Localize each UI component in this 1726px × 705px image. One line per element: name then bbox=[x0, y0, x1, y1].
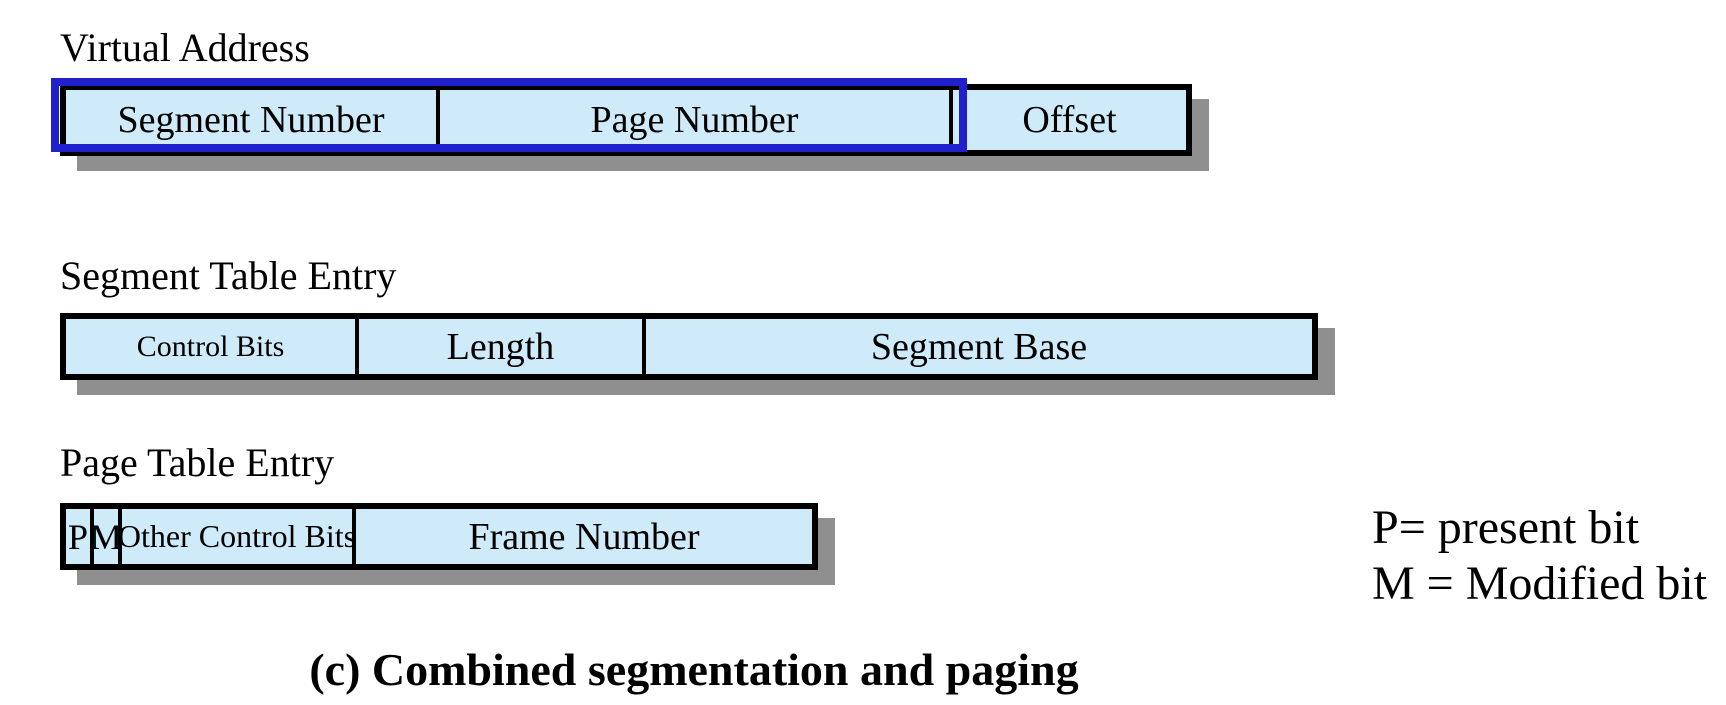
segment-table-entry-label: Segment Table Entry bbox=[60, 253, 397, 298]
virtual-address-box: Segment Number Page Number Offset bbox=[60, 84, 1192, 156]
cell-offset: Offset bbox=[1022, 99, 1117, 141]
bit-legend: P= present bit M = Modified bit bbox=[1372, 500, 1707, 612]
cell-segment-number: Segment Number bbox=[66, 90, 440, 150]
cell-other-control-bits: Other Control Bits bbox=[118, 509, 356, 564]
figure-caption: (c) Combined segmentation and paging bbox=[309, 644, 1079, 695]
segment-table-entry-box: Control Bits Length Segment Base bbox=[60, 313, 1318, 380]
page-table-entry-label: Page Table Entry bbox=[60, 440, 335, 485]
page-table-entry-box: P M Other Control Bits Frame Number bbox=[60, 503, 818, 570]
cell-p-bit: P bbox=[66, 509, 94, 564]
cell-page-number: Page Number bbox=[440, 90, 953, 150]
virtual-address-label: Virtual Address bbox=[60, 25, 310, 70]
legend-line-modified-bit: M = Modified bit bbox=[1372, 557, 1708, 611]
cell-length: Length bbox=[359, 319, 646, 374]
legend-line-present-bit: P= present bit bbox=[1372, 501, 1640, 554]
cell-segment-base: Segment Base bbox=[870, 325, 1088, 368]
cell-m-bit: M bbox=[90, 509, 122, 564]
cell-control-bits: Control Bits bbox=[66, 319, 359, 374]
cell-frame-number: Frame Number bbox=[468, 515, 700, 558]
